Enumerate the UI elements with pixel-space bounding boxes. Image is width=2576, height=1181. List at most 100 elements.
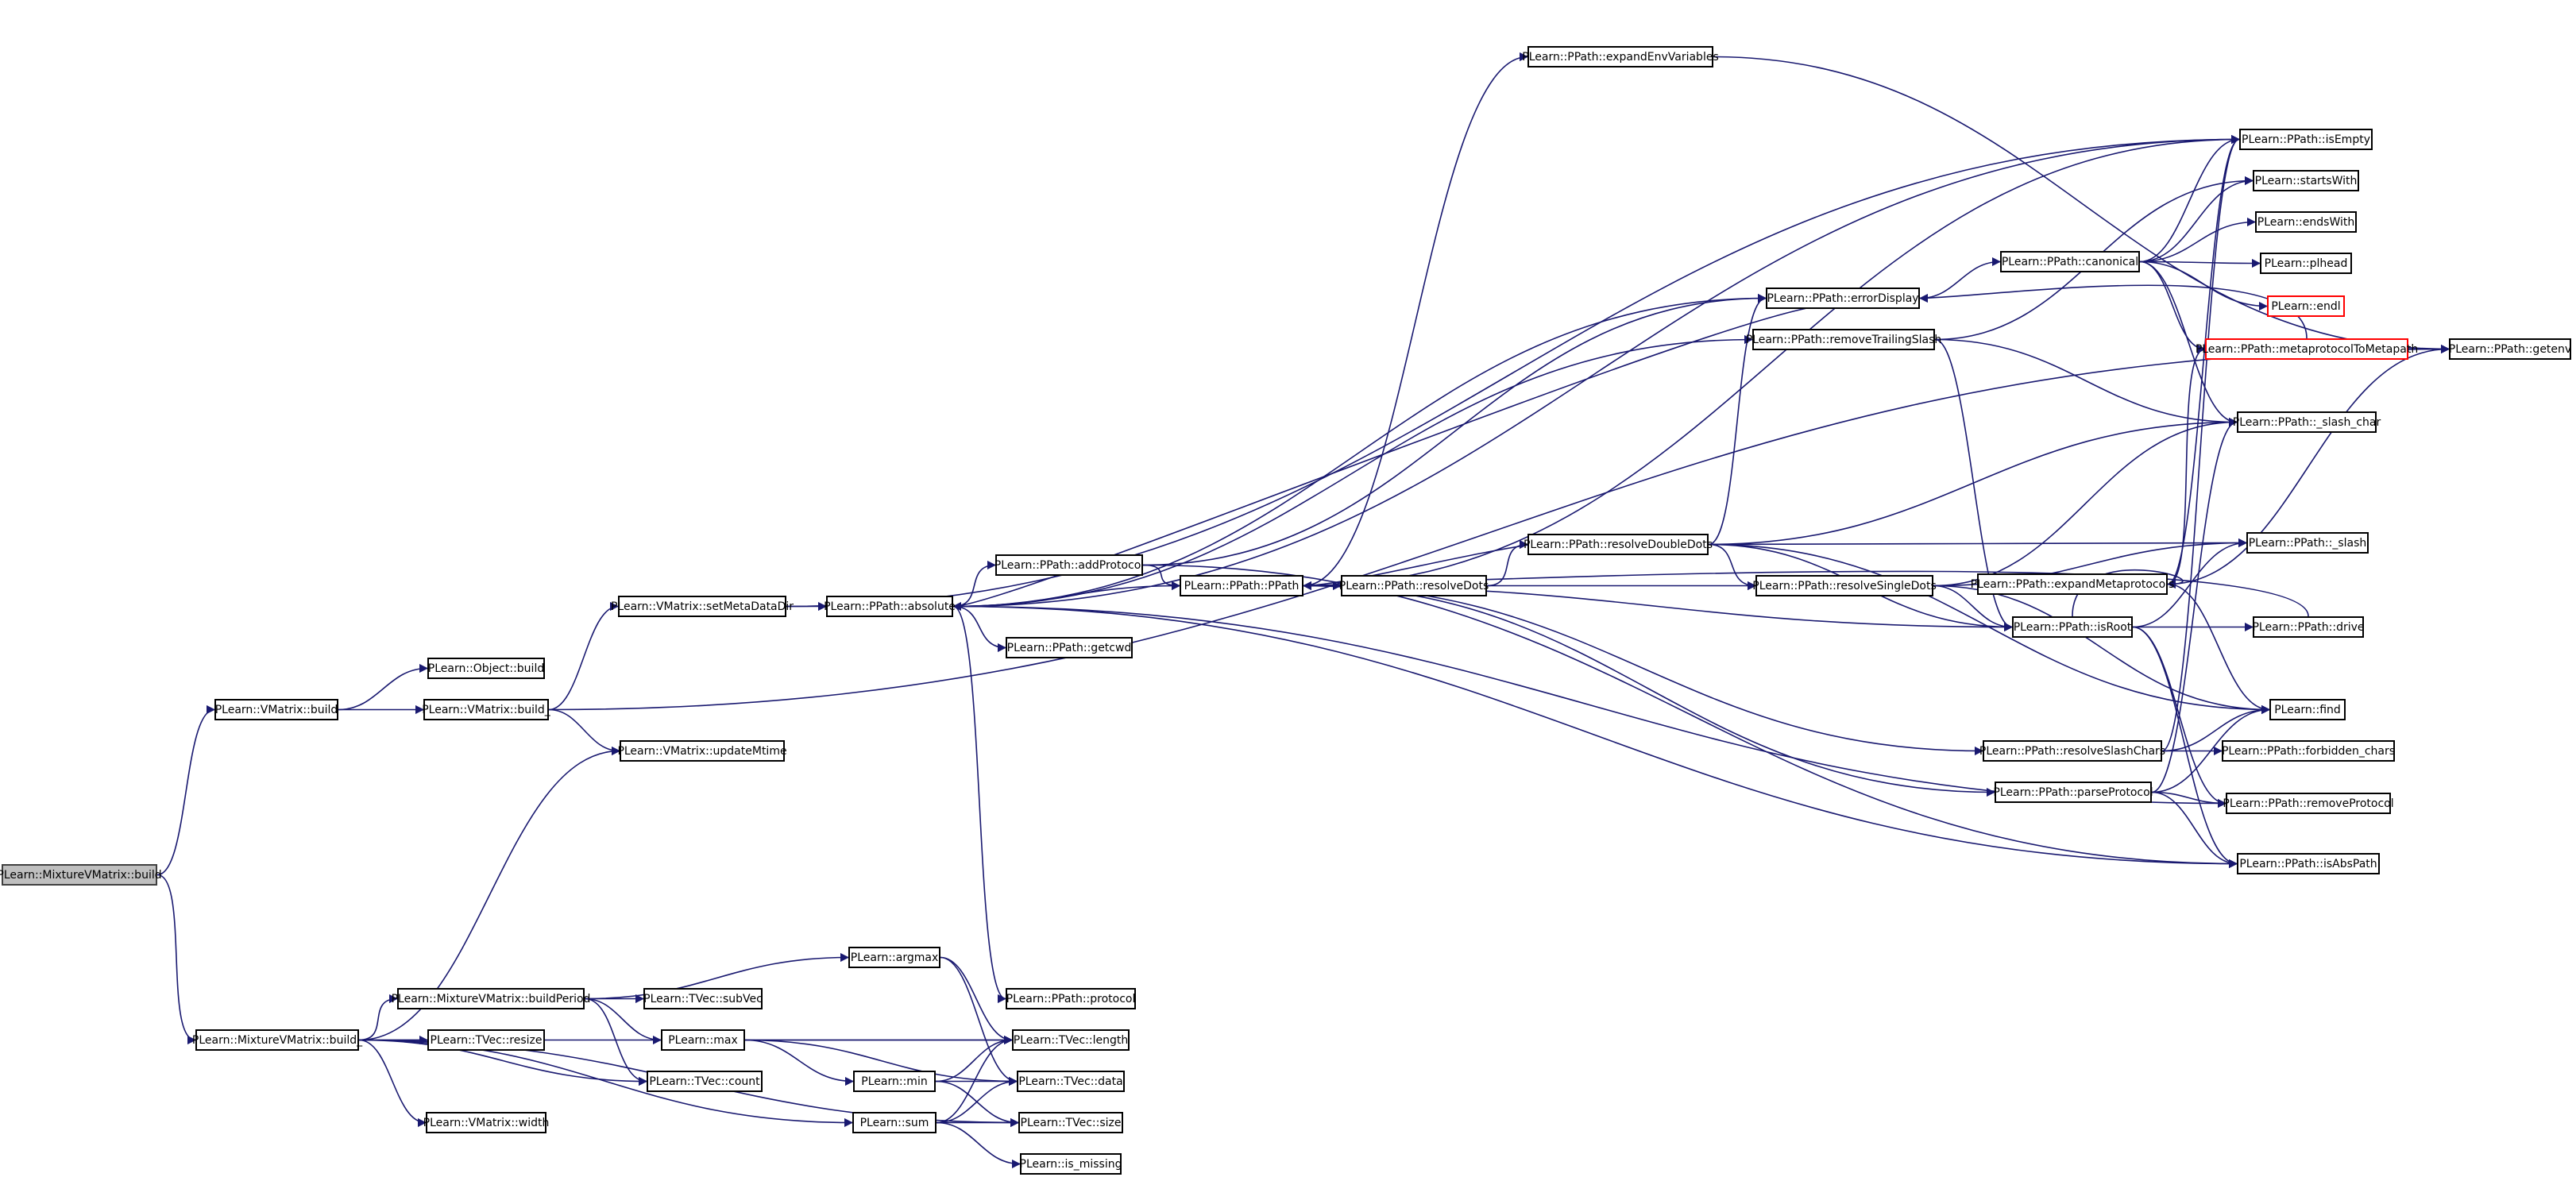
node-vmatrix-setmetadatadir[interactable]: PLearn::VMatrix::setMetaDataDir — [611, 596, 794, 617]
edge-canonical-to-slash_char — [2139, 261, 2238, 427]
edge-vm_build_-to-setMetaDataDir — [548, 601, 620, 711]
node-ppath-isroot[interactable]: PLearn::PPath::isRoot — [2012, 616, 2133, 638]
node-object-build[interactable]: PLearn::Object::build — [427, 658, 545, 679]
node-vmatrix-width[interactable]: PLearn::VMatrix::width — [423, 1112, 549, 1133]
edge-resolveDoubleDots-to-resolveSingleDots — [1708, 543, 1757, 591]
node-is-missing[interactable]: PLearn::is_missing — [1020, 1153, 1122, 1175]
node-sum[interactable]: PLearn::sum — [852, 1112, 937, 1133]
node-tvec-length[interactable]: PLearn::TVec::length — [1012, 1029, 1130, 1051]
edge-parseProtocol-to-slash_char — [2151, 417, 2238, 793]
node-ppath-isempty[interactable]: PLearn::PPath::isEmpty — [2239, 129, 2373, 150]
node-ppath-metaprotocoltometapath[interactable]: PLearn::PPath::metaprotocolToMetapath — [2196, 338, 2418, 360]
edge-mix_build_-to-updateMtime — [358, 746, 621, 1041]
node-vmatrix-build-underscore[interactable]: PLearn::VMatrix::build_ — [422, 699, 550, 720]
node-ppath-resolvedoubledots[interactable]: PLearn::PPath::resolveDoubleDots — [1524, 534, 1713, 555]
node-argmax[interactable]: PLearn::argmax — [848, 947, 940, 968]
edge-resolveDoubleDots-to-slash_char — [1708, 417, 2238, 546]
edge-canonical-to-endl — [2139, 261, 2269, 311]
edge-absolute-to-addProtocol — [952, 560, 997, 608]
edge-mix_build-to-mix_build_ — [156, 874, 197, 1045]
edge-sum-to-data — [936, 1076, 1018, 1124]
edge-addProtocol-to-pp_ctor — [1142, 564, 1181, 591]
node-plhead[interactable]: PLearn::plhead — [2260, 253, 2352, 274]
edge-buildPeriod-to-count — [584, 998, 648, 1086]
edge-setMetaDataDir-to-isEmpty — [786, 134, 2241, 608]
node-endl[interactable]: PLearn::endl — [2267, 295, 2345, 317]
edge-parseProtocol-to-find — [2151, 704, 2271, 793]
edge-mix_build-to-vm_build — [156, 704, 216, 876]
node-ppath-expandmetaprotocols[interactable]: PLearn::PPath::expandMetaprotocols — [1971, 573, 2174, 595]
edge-expandMeta-to-getenv — [2167, 344, 2450, 585]
edge-resolveDoubleDots-to-errorDisplay — [1708, 293, 1767, 546]
node-ppath-canonical[interactable]: PLearn::PPath::canonical — [2000, 251, 2140, 272]
node-ppath-forbidden-chars[interactable]: PLearn::PPath::forbidden_chars — [2222, 740, 2395, 762]
edge-resolveDoubleDots-to-find — [1708, 543, 2271, 715]
node-ppath-isabspath[interactable]: PLearn::PPath::isAbsPath — [2237, 853, 2380, 874]
node-ppath-protocol[interactable]: PLearn::PPath::protocol — [1006, 988, 1136, 1009]
node-mixturevmatrix-build[interactable]: PLearn::MixtureVMatrix::build — [0, 864, 162, 886]
node-ppath-slash-char[interactable]: PLearn::PPath::_slash_char — [2233, 411, 2381, 433]
edge-resolveDoubleDots-to-slash — [1708, 538, 2248, 548]
node-ppath-errordisplay[interactable]: PLearn::PPath::errorDisplay — [1766, 288, 1920, 309]
edge-errorDisplay-to-absolute — [952, 303, 1844, 612]
edge-resolveSingleDots-to-slash_char — [1933, 417, 2238, 587]
edge-pp_ctor-to-isEmpty — [1303, 134, 2241, 587]
edge-pp_ctor-to-expandEnv — [1303, 52, 1529, 587]
node-ppath-drive[interactable]: PLearn::PPath::drive — [2252, 616, 2365, 638]
edge-canonical-to-metaToMeta — [2139, 261, 2207, 354]
node-ppath-constructor[interactable]: PLearn::PPath::PPath — [1180, 575, 1303, 596]
node-ppath-parseprotocol[interactable]: PLearn::PPath::parseProtocol — [1993, 782, 2153, 803]
node-mixturevmatrix-build-underscore[interactable]: PLearn::MixtureVMatrix::build_ — [192, 1029, 362, 1051]
edge-vm_build_-to-updateMtime — [548, 708, 621, 756]
node-ppath-getcwd[interactable]: PLearn::PPath::getcwd — [1006, 637, 1133, 658]
edge-mix_build_-to-sum — [358, 1039, 854, 1128]
edge-canonical-to-startsWith — [2139, 176, 2254, 263]
edge-canonical-to-plhead — [2139, 258, 2261, 268]
node-tvec-subvec[interactable]: PLearn::TVec::subVec — [643, 988, 763, 1009]
node-ppath-removetrailingslash[interactable]: PLearn::PPath::removeTrailingSlash — [1746, 329, 1941, 350]
edge-resolveSlashChars-to-isEmpty — [2161, 135, 2241, 752]
node-ppath-removeprotocol[interactable]: PLearn::PPath::removeProtocol — [2223, 793, 2394, 814]
edge-absolute-to-getcwd — [952, 605, 1007, 653]
node-ppath-expandenvvariables[interactable]: PLearn::PPath::expandEnvVariables — [1522, 46, 1719, 68]
edge-absolute-to-removeTrailingSlash — [952, 334, 1754, 608]
edge-expandMeta-to-isEmpty — [2167, 135, 2241, 585]
node-ppath-absolute[interactable]: PLearn::PPath::absolute — [824, 596, 956, 617]
node-ppath-getenv[interactable]: PLearn::PPath::getenv — [2449, 338, 2571, 360]
node-ppath-resolvesingledots[interactable]: PLearn::PPath::resolveSingleDots — [1752, 575, 1937, 596]
edge-buildPeriod-to-max — [584, 998, 662, 1045]
node-vmatrix-updatemtime[interactable]: PLearn::VMatrix::updateMtime — [617, 740, 787, 762]
node-ppath-addprotocol[interactable]: PLearn::PPath::addProtocol — [994, 554, 1144, 576]
edge-mix_build_-to-width — [358, 1039, 427, 1128]
node-tvec-size[interactable]: PLearn::TVec::size — [1018, 1112, 1123, 1133]
edge-removeTrailingSlash-to-slash_char — [1934, 338, 2238, 427]
edge-absolute-to-isAbsPath — [952, 605, 2238, 869]
node-ppath-resolvedots[interactable]: PLearn::PPath::resolveDots — [1339, 575, 1489, 596]
node-startswith[interactable]: PLearn::startsWith — [2253, 170, 2359, 191]
edge-absolute-to-errorDisplay — [952, 293, 1767, 608]
edge-resolveSingleDots-to-isRoot — [1933, 585, 2014, 632]
node-max[interactable]: PLearn::max — [661, 1029, 745, 1051]
node-endswith[interactable]: PLearn::endsWith — [2255, 211, 2357, 233]
edge-isRoot-to-slash — [2132, 538, 2248, 628]
node-mixturevmatrix-buildperiod[interactable]: PLearn::MixtureVMatrix::buildPeriod — [392, 988, 590, 1009]
edge-min-to-length — [935, 1035, 1014, 1083]
edge-expandEnv-to-getenv — [1713, 56, 2450, 354]
edge-canonical-to-isEmpty — [2139, 134, 2241, 263]
edge-mix_build_-to-buildPeriod — [358, 994, 399, 1041]
edge-max-to-min — [744, 1039, 855, 1086]
node-min[interactable]: PLearn::min — [853, 1071, 936, 1092]
node-ppath-slash[interactable]: PLearn::PPath::_slash — [2246, 532, 2369, 554]
node-vmatrix-build[interactable]: PLearn::VMatrix::build — [214, 699, 338, 720]
edge-argmax-to-data — [940, 956, 1018, 1086]
node-tvec-count[interactable]: PLearn::TVec::count — [647, 1071, 763, 1092]
node-tvec-data[interactable]: PLearn::TVec::data — [1017, 1071, 1125, 1092]
node-ppath-resolveslashchars[interactable]: PLearn::PPath::resolveSlashChars — [1979, 740, 2165, 762]
edge-sum-to-is_missing — [936, 1121, 1022, 1169]
node-find[interactable]: PLearn::find — [2269, 699, 2346, 720]
edge-vm_build-to-obj_build — [338, 663, 429, 711]
edge-parseProtocol-to-removeProtocol — [2151, 791, 2227, 809]
node-tvec-resize[interactable]: PLearn::TVec::resize — [427, 1029, 545, 1051]
